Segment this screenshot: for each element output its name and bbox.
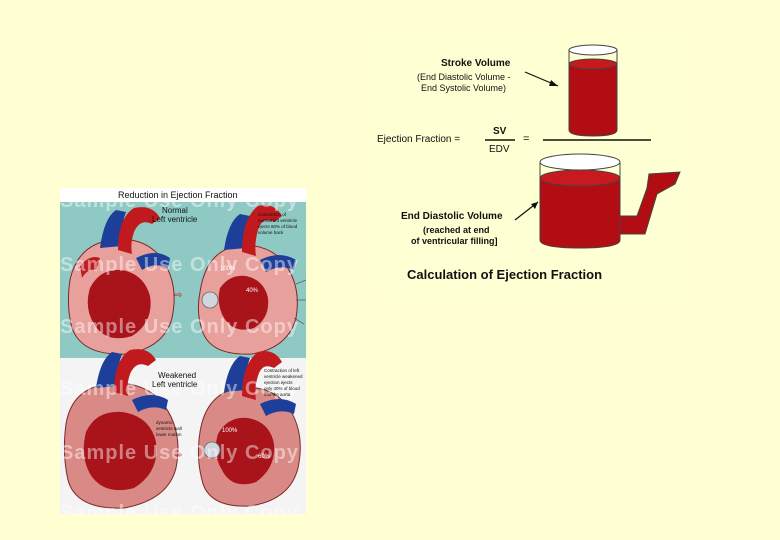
normal-flow-arrow: ⇨: [174, 290, 182, 301]
dynamic-note-2: ventricle wall: [156, 426, 182, 431]
watermark-1: Sample Use Only Copy: [60, 190, 299, 212]
edv-line2: of ventricular filling]: [411, 236, 498, 246]
stroke-volume-beaker: [568, 44, 618, 137]
percent-normal-top: 100%: [220, 266, 236, 272]
weakened-label-1: Weakened: [158, 371, 197, 380]
stroke-volume-title: Stroke Volume: [441, 58, 511, 69]
ejection-fraction-graphics: [485, 44, 681, 249]
stroke-volume-line1: (End Diastolic Volume -: [417, 72, 511, 82]
edv-line1: (reached at end: [423, 225, 490, 235]
diagram-caption: Calculation of Ejection Fraction: [407, 267, 603, 282]
stroke-volume-line2: End Systolic Volume): [421, 83, 507, 93]
ejection-fraction-label: Ejection Fraction =: [377, 134, 461, 145]
percent-normal-bottom: 40%: [246, 288, 259, 294]
weakened-flow-arrow: ⇨: [174, 450, 182, 461]
percent-weak-top: 100%: [222, 428, 238, 434]
normal-note-3: ejects 60% of blood: [258, 224, 298, 229]
weakened-heart-contracted: [197, 351, 301, 507]
normal-label-1: Normal: [162, 206, 188, 215]
weakened-note-5: into the aorta: [264, 392, 291, 397]
weakened-note-4: only 40% of blood: [264, 386, 300, 391]
weakened-note-1: Contraction of left: [264, 368, 300, 373]
weakened-label-2: Left ventricle: [152, 380, 198, 389]
end-diastolic-volume-pitcher: [539, 153, 681, 249]
normal-heart-relaxed: [67, 207, 175, 355]
normal-note-2: normal left ventricle: [258, 218, 298, 223]
weakened-heart-relaxed: [63, 349, 179, 509]
fraction-equals: =: [523, 133, 530, 145]
dynamic-note-1: dynamic: [156, 420, 173, 425]
normal-note-1: Contraction of: [258, 212, 287, 217]
fraction-numerator: SV: [493, 126, 507, 137]
ejection-fraction-diagram: Stroke Volume (End Diastolic Volume - En…: [375, 38, 687, 294]
edv-title: End Diastolic Volume: [401, 211, 503, 222]
dynamic-note-3: lower motion: [156, 432, 182, 437]
fraction-denominator: EDV: [489, 144, 510, 155]
watermark-6: Sample Use Only Copy: [60, 502, 299, 514]
heart-illustration: ⇨ ⇨ Sample Use Only Copy Sample Use Only…: [60, 188, 306, 514]
weakened-note-2: ventricle weakened: [264, 374, 303, 379]
weakened-note-3: ejection ejects: [264, 380, 293, 385]
heart-title: Reduction in Ejection Fraction: [118, 190, 238, 200]
heart-graphics: ⇨ ⇨: [60, 188, 306, 514]
watermark-4: Sample Use Only Copy: [60, 378, 299, 400]
percent-weak-bottom: 60%: [258, 454, 271, 460]
normal-heart-contracted: [197, 205, 306, 355]
watermark-3: Sample Use Only Copy: [60, 316, 299, 338]
normal-label-2: Left ventricle: [152, 215, 198, 224]
normal-note-4: volume back: [258, 230, 284, 235]
watermark-5: Sample Use Only Copy: [60, 442, 299, 464]
watermark-2: Sample Use Only Copy: [60, 254, 299, 276]
